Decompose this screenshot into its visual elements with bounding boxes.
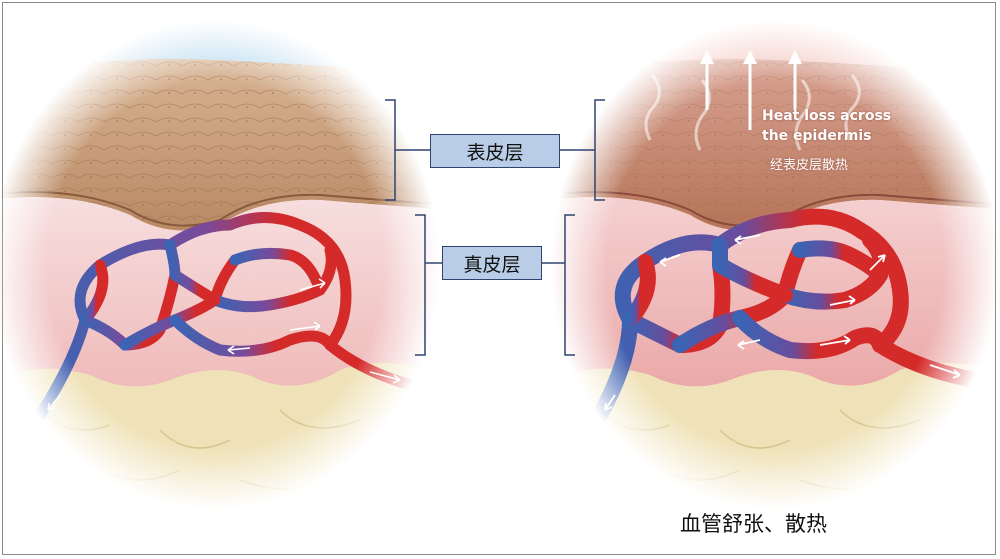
flow-arrows-normal [47,278,401,411]
flow-arrows-dilated [604,234,961,411]
heat-loss-line1: Heat loss across [762,108,892,124]
heat-loss-line2: the epidermis [762,128,872,144]
normal-skin-panel [0,20,451,559]
epidermis-label: 表皮层 [430,134,560,168]
heat-loss-label: Heat loss across the epidermis [762,106,891,146]
caption-vasodilation: 血管舒张、散热 [680,512,827,536]
dermis-label: 真皮层 [442,246,542,280]
capillary-network-normal [34,212,416,421]
layer-brackets [385,99,605,356]
heat-loss-zh: 经表皮层散热 [770,158,849,173]
capillary-network-dilated [592,208,983,423]
heat-arrows [700,50,802,130]
dilated-skin-panel [549,20,1000,559]
